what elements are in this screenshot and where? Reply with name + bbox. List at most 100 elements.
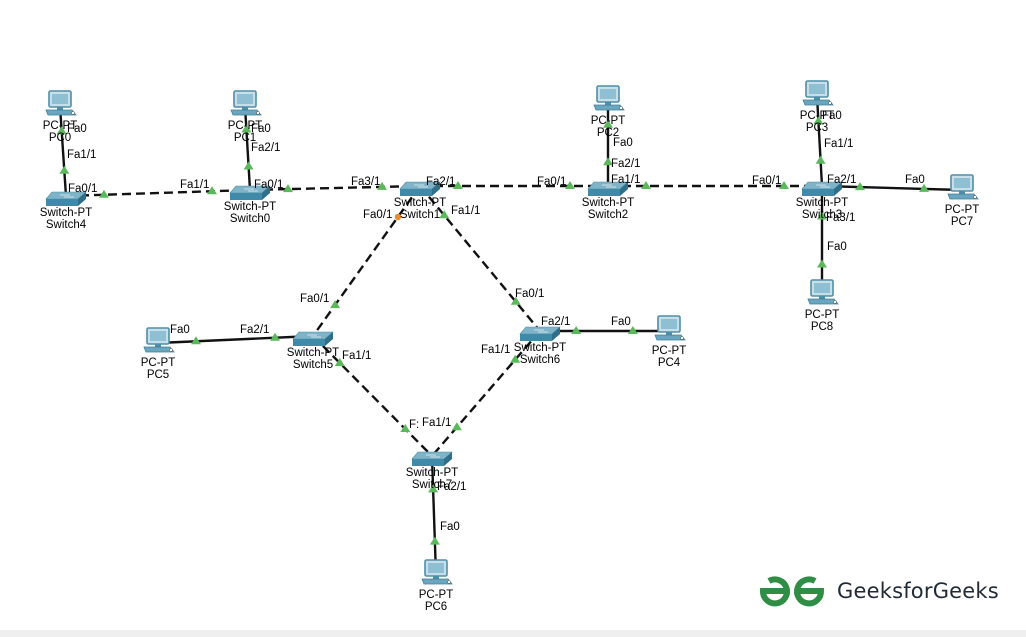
switch-icon [587,181,629,196]
link-pc0-switch4[interactable] [58,105,68,197]
pc-icon [807,279,839,305]
device-name-label: Switch1 [400,209,440,221]
port-label: Fa0/1 [752,175,781,187]
device-model-label: Switch-PT [796,197,848,209]
link-switch1-switch5[interactable] [312,185,421,337]
port-label: Fa3/1 [351,176,380,188]
device-model-label: PC-PT [591,115,626,127]
device-model-label: PC-PT [945,204,980,216]
pc-icon [143,327,175,353]
port-up-indicator [854,182,865,191]
switch-icon [292,331,334,346]
port-label: Fa0 [170,324,190,336]
port-up-indicator [603,157,613,166]
port-label: Fa2/1 [437,481,466,493]
port-up-indicator [270,332,281,341]
port-up-indicator [510,296,521,305]
geeksforgeeks-logo: GeeksforGeeks [757,574,999,608]
device-name-label: PC8 [811,321,833,333]
port-label: Fa1/1 [451,205,480,217]
device-model-label: PC-PT [652,345,687,357]
device-model-label: Switch-PT [40,207,92,219]
port-up-indicator [641,181,651,189]
port-up-indicator [453,181,463,189]
switch-icon [45,191,87,206]
device-model-label: Switch-PT [406,467,458,479]
links-layer [58,95,963,576]
link-pc5-switch5[interactable] [157,334,314,345]
port-up-indicator [334,357,345,366]
port-label: Fa2/1 [827,174,856,186]
port-label: Fa1/1 [422,417,451,429]
device-model-label: Switch-PT [582,197,634,209]
port-label: F: [409,419,419,431]
port-up-indicator [779,181,789,189]
link-switch0-switch1[interactable] [249,184,421,192]
pc-icon [947,174,979,200]
device-name-label: Switch7 [412,479,452,491]
pc-icon [802,80,834,106]
port-up-indicator [510,354,521,363]
switch-icon [519,326,561,341]
device-name-label: PC3 [806,122,828,134]
device-name-label: PC1 [234,132,256,144]
device-model-label: PC-PT [800,110,835,122]
port-label: Fa2/1 [541,316,570,328]
port-up-indicator [400,424,411,433]
port-up-indicator [428,484,439,493]
switch-icon [411,451,453,466]
devices-layer: PC-PTPC0PC-PTPC1PC-PTPC2PC-PTPC3PC-PTPC7… [40,80,980,613]
port-up-indicator [190,336,201,345]
port-label: Fa0 [613,137,633,149]
link-switch3-pc7[interactable] [821,184,963,192]
pc-icon [593,85,625,111]
port-label: Fa0/1 [254,179,283,191]
port-label: Fa0 [827,241,847,253]
link-switch5-switch7[interactable] [312,335,433,457]
link-switch4-switch0[interactable] [65,188,251,198]
port-label: Fa1/1 [67,149,96,161]
port-label: Fa0 [905,174,925,186]
device-model-label: PC-PT [419,589,454,601]
port-label: Fa0 [67,123,87,135]
port-label: Fa1/1 [180,179,209,191]
port-indicators-layer [56,116,930,545]
port-up-indicator [439,210,450,219]
device-name-label: PC5 [147,369,169,381]
device-name-label: PC7 [951,216,973,228]
switch-icon [399,181,441,196]
link-switch7-pc6[interactable] [430,455,438,576]
link-switch1-switch6[interactable] [419,185,541,332]
device-name-label: PC2 [597,127,619,139]
link-pc1-switch0[interactable] [243,105,252,191]
device-name-label: Switch2 [588,209,628,221]
switch-icon [801,181,843,196]
port-label: Fa0 [822,110,842,122]
port-label: Fa3/1 [826,212,855,224]
logo-text: GeeksforGeeks [837,579,999,603]
device-name-label: PC4 [658,357,681,369]
port-up-indicator [815,155,826,164]
port-label: Fa2/1 [240,324,269,336]
gfg-logo-icon [759,576,825,607]
port-up-indicator [451,422,462,431]
link-pc3-switch3[interactable] [815,95,824,187]
